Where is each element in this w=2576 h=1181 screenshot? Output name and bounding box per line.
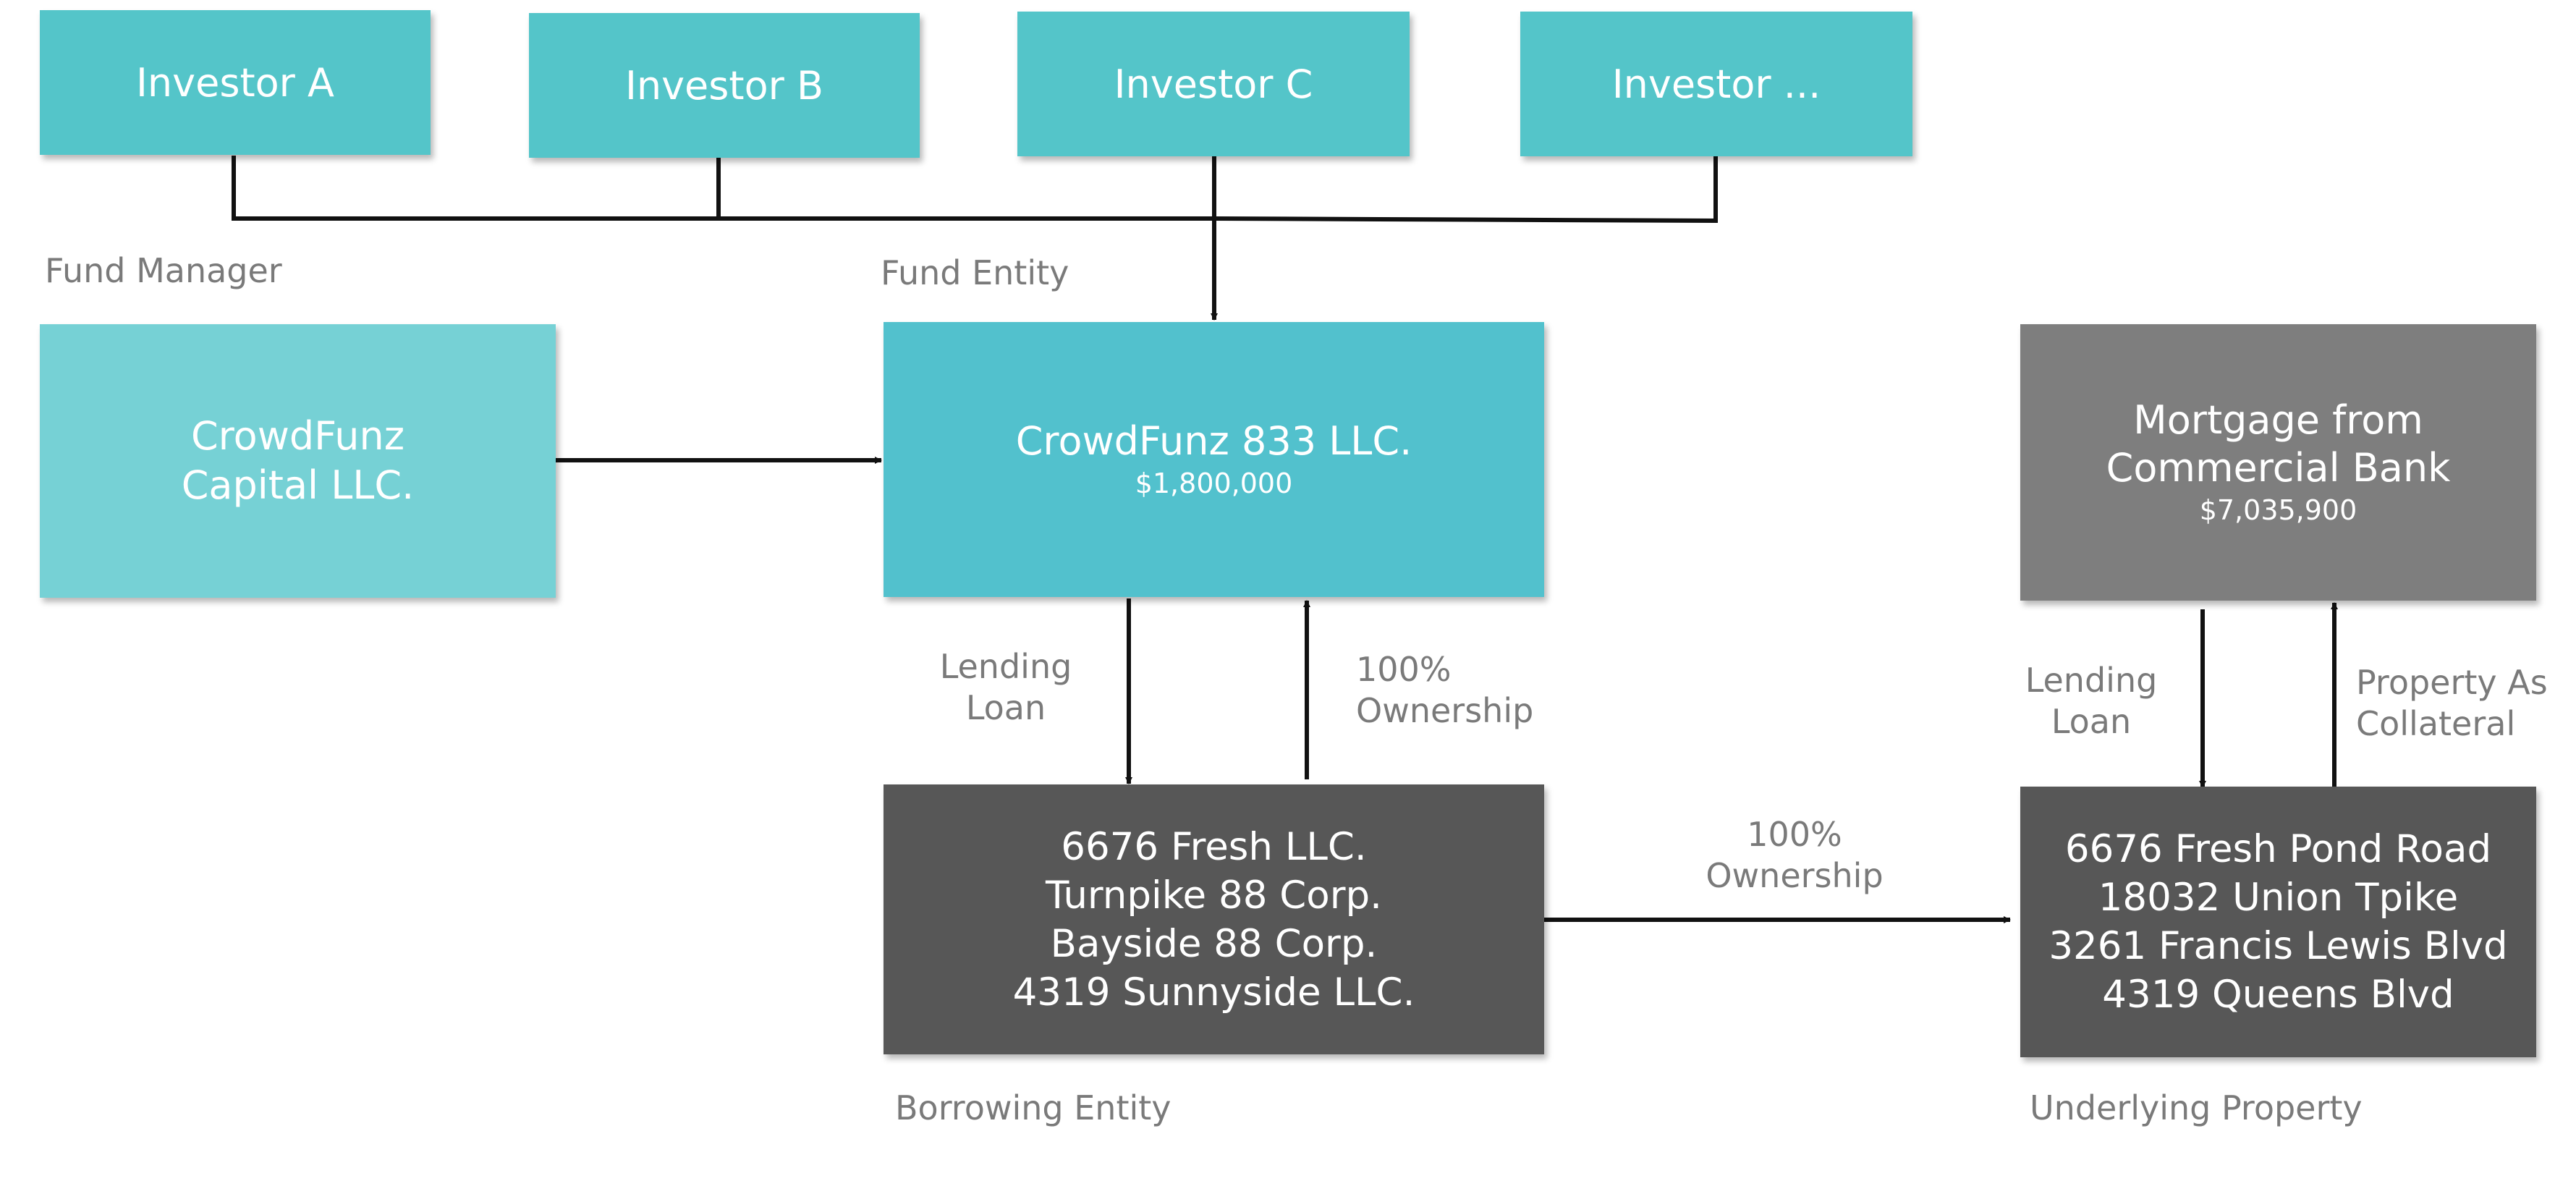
investor-label: Investor A — [136, 59, 334, 106]
property-ownership-label: 100% Ownership — [1664, 814, 1925, 897]
investor-label: Investor B — [624, 62, 824, 109]
borrowing-entity-line: 6676 Fresh LLC. — [1061, 824, 1367, 869]
investor-box-b: Investor B — [529, 13, 920, 158]
edge-label-line: Collateral — [2356, 704, 2516, 743]
fund-entity-amount: $1,800,000 — [1135, 467, 1293, 499]
edge-label-line: Loan — [2051, 702, 2132, 741]
edge-label-line: Property As — [2356, 663, 2548, 702]
borrowing-entity-box: 6676 Fresh LLC. Turnpike 88 Corp. Baysid… — [884, 784, 1544, 1054]
fund-entity-box: CrowdFunz 833 LLC. $1,800,000 — [884, 322, 1544, 597]
edge-label-line: Ownership — [1356, 691, 1534, 730]
underlying-property-line: 4319 Queens Blvd — [2102, 973, 2454, 1017]
fund-manager-box: CrowdFunz Capital LLC. — [40, 324, 556, 598]
borrowing-entity-line: Bayside 88 Corp. — [1050, 921, 1378, 966]
edge-label-line: Lending — [939, 647, 1072, 686]
fund-entity-label: Fund Entity — [881, 253, 1069, 292]
edge-label-line: 100% — [1356, 650, 1452, 689]
mortgage-amount: $7,035,900 — [2199, 494, 2357, 526]
edge-label-line: Lending — [2025, 661, 2158, 700]
borrowing-entity-label: Borrowing Entity — [895, 1088, 1172, 1127]
investor-label: Investor ... — [1611, 61, 1821, 107]
fund-lending-loan-label: Lending Loan — [919, 646, 1093, 729]
investor-bus — [232, 216, 1719, 223]
fund-manager-name-line: CrowdFunz — [190, 413, 405, 459]
borrowing-entity-line: Turnpike 88 Corp. — [1046, 873, 1382, 918]
mortgage-name-line: Mortgage from — [2133, 397, 2423, 443]
investor-box-c: Investor C — [1017, 12, 1410, 156]
investor-box-a: Investor A — [40, 10, 431, 155]
fund-ownership-label: 100% Ownership — [1356, 649, 1533, 732]
collateral-label: Property As Collateral — [2356, 662, 2548, 745]
edge-label-line: 100% — [1747, 815, 1842, 854]
underlying-property-label: Underlying Property — [2030, 1088, 2363, 1127]
underlying-property-line: 3261 Francis Lewis Blvd — [2048, 924, 2508, 968]
fund-entity-name: CrowdFunz 833 LLC. — [1015, 418, 1412, 464]
investor-box-more: Investor ... — [1520, 12, 1912, 156]
mortgage-name-line: Commercial Bank — [2106, 445, 2451, 491]
edge-label-line: Ownership — [1706, 856, 1884, 895]
fund-manager-name-line: Capital LLC. — [181, 462, 415, 508]
edge-label-line: Loan — [965, 688, 1046, 727]
bank-lending-loan-label: Lending Loan — [2004, 660, 2178, 742]
underlying-property-line: 6676 Fresh Pond Road — [2064, 827, 2492, 871]
underlying-property-line: 18032 Union Tpike — [2098, 876, 2459, 920]
mortgage-box: Mortgage from Commercial Bank $7,035,900 — [2020, 324, 2536, 601]
underlying-property-box: 6676 Fresh Pond Road 18032 Union Tpike 3… — [2020, 787, 2536, 1057]
investor-label: Investor C — [1114, 61, 1313, 107]
fund-manager-label: Fund Manager — [45, 251, 282, 290]
borrowing-entity-line: 4319 Sunnyside LLC. — [1012, 970, 1415, 1015]
